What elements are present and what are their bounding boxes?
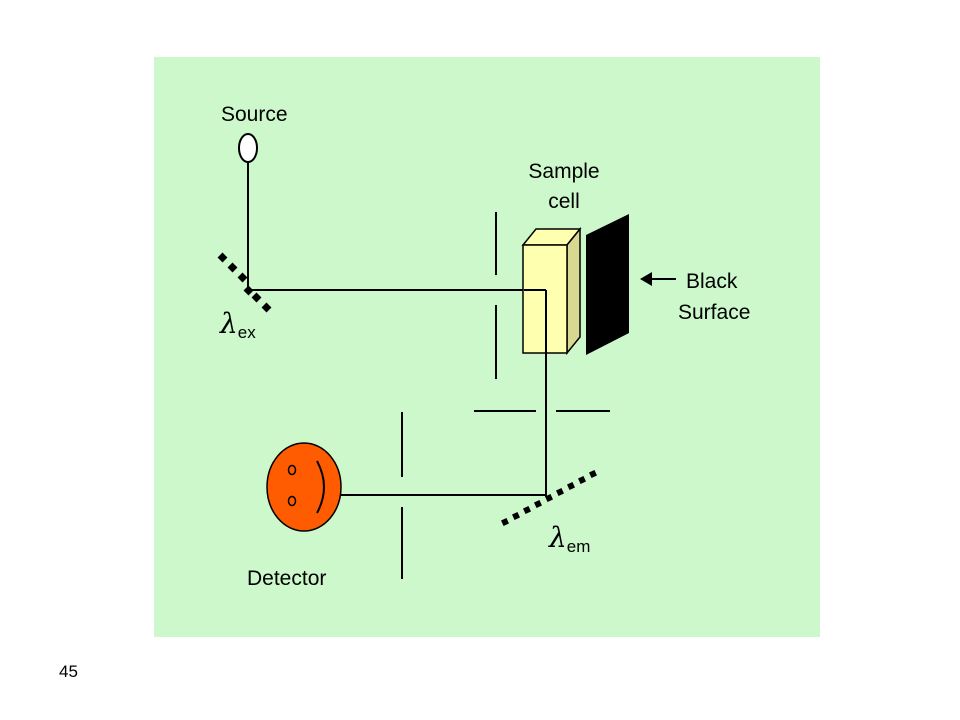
sample-cell-label-line2: cell (548, 190, 580, 213)
sample-cell-icon (521, 226, 582, 356)
sample-cell-label-line1: Sample (528, 160, 599, 183)
black-surface (586, 214, 629, 355)
detector-icon (266, 442, 342, 532)
source-label: Source (221, 103, 288, 126)
panel-background (154, 57, 820, 637)
arrow-left-icon (640, 272, 652, 286)
lambda-em-label: λem (548, 521, 590, 556)
detector-label: Detector (247, 567, 326, 590)
black-surface-label-line1: Black (686, 270, 738, 293)
fluorometer-diagram: Source λex Sample cell (154, 57, 820, 637)
slide-number: 45 (59, 662, 78, 681)
black-surface-label-line2: Surface (678, 301, 750, 324)
lambda-ex-label: λex (219, 307, 256, 342)
emission-grating-icon (501, 470, 597, 526)
source-lamp-icon (238, 133, 258, 163)
diagram-canvas: Source λex Sample cell (154, 57, 820, 637)
